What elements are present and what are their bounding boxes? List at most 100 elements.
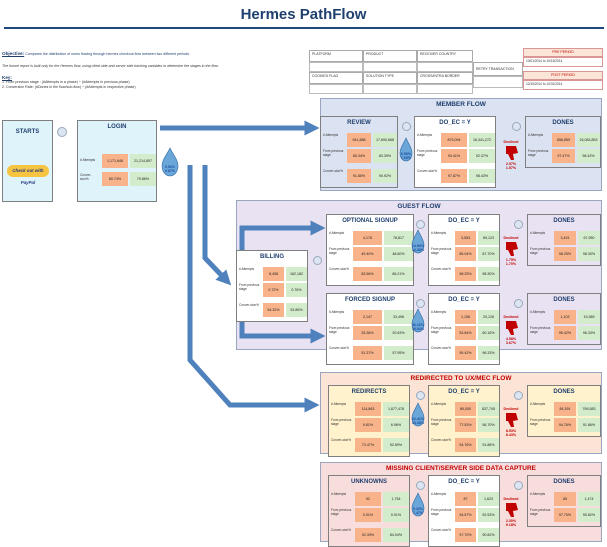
forced-declined-values: 4.58%3.67% bbox=[499, 337, 523, 345]
filter-receiver-country-value[interactable] bbox=[417, 62, 473, 72]
unknowns-attempts-post: 1,754 bbox=[383, 492, 409, 506]
filter-cross-intra-border-value[interactable] bbox=[417, 84, 473, 94]
filter-platform-value[interactable] bbox=[309, 62, 363, 72]
filter-retry-transaction[interactable]: RETRY TRANSACTION bbox=[473, 62, 523, 76]
optional-do-ec-from_prev-post: 87.70% bbox=[478, 247, 499, 261]
redirect-dones-attempts-pre: 84,391 bbox=[554, 402, 576, 416]
arrow-billing-to-optional bbox=[239, 220, 326, 258]
missing-dones-from_prev-pre: 97.70% bbox=[554, 508, 576, 522]
optional-signup-title: OPTIONAL SIGNUP bbox=[342, 218, 398, 224]
redirect-dones-from_prev-pre: 94.76% bbox=[554, 418, 576, 432]
next-icon bbox=[57, 127, 67, 137]
forced-do-ec-attempts-label: # Attempts bbox=[431, 310, 447, 314]
redirects-conversion-pre: 73.47% bbox=[355, 438, 381, 452]
missing-dones-attempts-pre: 85 bbox=[554, 492, 576, 506]
redirects-from_prev-pre: 9.81% bbox=[355, 418, 381, 432]
filter-cookied-flag-value[interactable] bbox=[309, 84, 363, 94]
member-do-ec-conversion-label: Conver-sion% bbox=[417, 169, 438, 173]
unknown-drop-pre: 5.43% bbox=[412, 507, 424, 511]
unknowns-attempts-pre: 92 bbox=[355, 492, 381, 506]
forced-signup-attempts-pre: 2,147 bbox=[353, 310, 382, 324]
filter-solution-type-value[interactable] bbox=[363, 84, 417, 94]
member-do-ec-from_prev-post: 92.37% bbox=[469, 149, 495, 163]
optional-do-ec-attempts-pre: 3,553 bbox=[455, 231, 476, 245]
filter-solution-type[interactable]: SOLUTION TYPE bbox=[363, 72, 417, 84]
next-icon bbox=[416, 299, 425, 308]
title-divider bbox=[4, 27, 604, 29]
optional-drop-label: 14.96%12.38% bbox=[407, 244, 429, 252]
filter-cookied-flag[interactable]: COOKIED FLAG bbox=[309, 72, 363, 84]
redirect-dones-attempts-post: 769,583 bbox=[578, 402, 600, 416]
unknowns-from_prev-post: 0.01% bbox=[383, 508, 409, 522]
filter-cross-intra-border[interactable]: CROSS/INTRA BORDER bbox=[417, 72, 473, 84]
missing-dones-attempts-post: 1,474 bbox=[578, 492, 600, 506]
optional-declined-label: Declined bbox=[503, 236, 519, 240]
member-do-ec-attempts-pre: 879,094 bbox=[441, 133, 467, 147]
redirect-declined-label: Declined bbox=[503, 407, 519, 411]
redirect-dones-attempts-label: # Attempts bbox=[530, 402, 546, 406]
redirect-declined-pre: 8.53% bbox=[505, 429, 517, 433]
member-declined-post: 1.57% bbox=[505, 166, 517, 171]
missing-do-ec-from_prev-post: 92.53% bbox=[478, 508, 499, 522]
forced-do-ec-conversion-label: Conver-sion% bbox=[431, 346, 452, 350]
member-dones-attempts-label: # Attempts bbox=[528, 133, 544, 137]
filter-product[interactable]: PRODUCT bbox=[363, 50, 417, 62]
filter-retry-transaction-value[interactable] bbox=[473, 76, 523, 88]
forced-dones-from_prev-pre: 95.42% bbox=[554, 326, 576, 340]
missing-do-ec-conversion-label: Conver-sion% bbox=[431, 528, 452, 532]
redirects-conversion-label: Conver-sion% bbox=[331, 438, 352, 442]
optional-declined-pre: 1.75% bbox=[505, 258, 517, 262]
pre-period-value[interactable]: 10/01/2014 to 10/15/2014 bbox=[523, 57, 603, 67]
billing-title: BILLING bbox=[260, 254, 284, 260]
starts-label: STARTS bbox=[15, 129, 40, 135]
forced-signup-conversion-pre: 51.37% bbox=[353, 346, 382, 360]
filter-receiver-country[interactable]: RECEIVER COUNTRY bbox=[417, 50, 473, 62]
next-icon bbox=[416, 220, 425, 229]
billing-from_prev-pre: 0.72% bbox=[263, 283, 284, 297]
review-drop-pre: 6.59% bbox=[400, 152, 412, 156]
forced-dones-title: DONES bbox=[553, 297, 575, 303]
forced-dones-attempts-label: # Attempts bbox=[530, 310, 546, 314]
review-title: REVIEW bbox=[347, 120, 371, 126]
missing-dones-from_prev-label: From previous stage bbox=[530, 508, 551, 516]
optional-do-ec-conversion-label: Conver-sion% bbox=[431, 267, 452, 271]
member-declined-values: 2.57%1.57% bbox=[499, 162, 523, 170]
redirect-dones-from_prev-post: 91.86% bbox=[578, 418, 600, 432]
guest-flow-title: GUEST FLOW bbox=[397, 203, 441, 210]
unknowns-from_prev-pre: 0.01% bbox=[355, 508, 381, 522]
optional-do-ec-attempts-post: 69,123 bbox=[478, 231, 499, 245]
key-line-2: 2. Conversion Rate: (#Dones in the flow/… bbox=[2, 84, 136, 89]
optional-do-ec-from_prev-label: From previous stage bbox=[431, 247, 452, 255]
next-icon bbox=[402, 122, 411, 131]
redirect-do-ec-conversion-pre: 94.76% bbox=[455, 438, 476, 452]
redirect-do-ec-attempts-pre: 89,050 bbox=[455, 402, 476, 416]
post-period-value[interactable]: 10/16/2014 to 10/31/2014 bbox=[523, 80, 603, 90]
redirect-do-ec-from_prev-label: From previous stage bbox=[431, 418, 452, 426]
redirects-title: REDIRECTS bbox=[351, 389, 387, 395]
optional-dones-from_prev-post: 98.30% bbox=[578, 247, 600, 261]
member-declined-label: Declined bbox=[503, 140, 519, 144]
missing-do-ec-from_prev-pre: 94.57% bbox=[455, 508, 476, 522]
forced-declined-pre: 4.58% bbox=[505, 337, 517, 341]
filter-product-value[interactable] bbox=[363, 62, 417, 72]
filter-platform[interactable]: PLATFORM bbox=[309, 50, 363, 62]
billing-from_prev-label: From previous stage bbox=[239, 283, 260, 291]
paypal-checkout-button[interactable]: Check out with PayPal bbox=[7, 165, 49, 185]
missing-declined-label: Declined bbox=[503, 497, 519, 501]
review-attempts-label: # Attempts bbox=[323, 133, 339, 137]
starts-box: STARTS Check out with PayPal bbox=[2, 120, 53, 202]
member-dones-attempts-post: 16,083,853 bbox=[577, 133, 600, 147]
review-attempts-post: 17,690,668 bbox=[373, 133, 397, 147]
redirects-from_prev-post: 6.96% bbox=[383, 418, 409, 432]
login-conversion-pre: 80.74% bbox=[102, 172, 128, 186]
